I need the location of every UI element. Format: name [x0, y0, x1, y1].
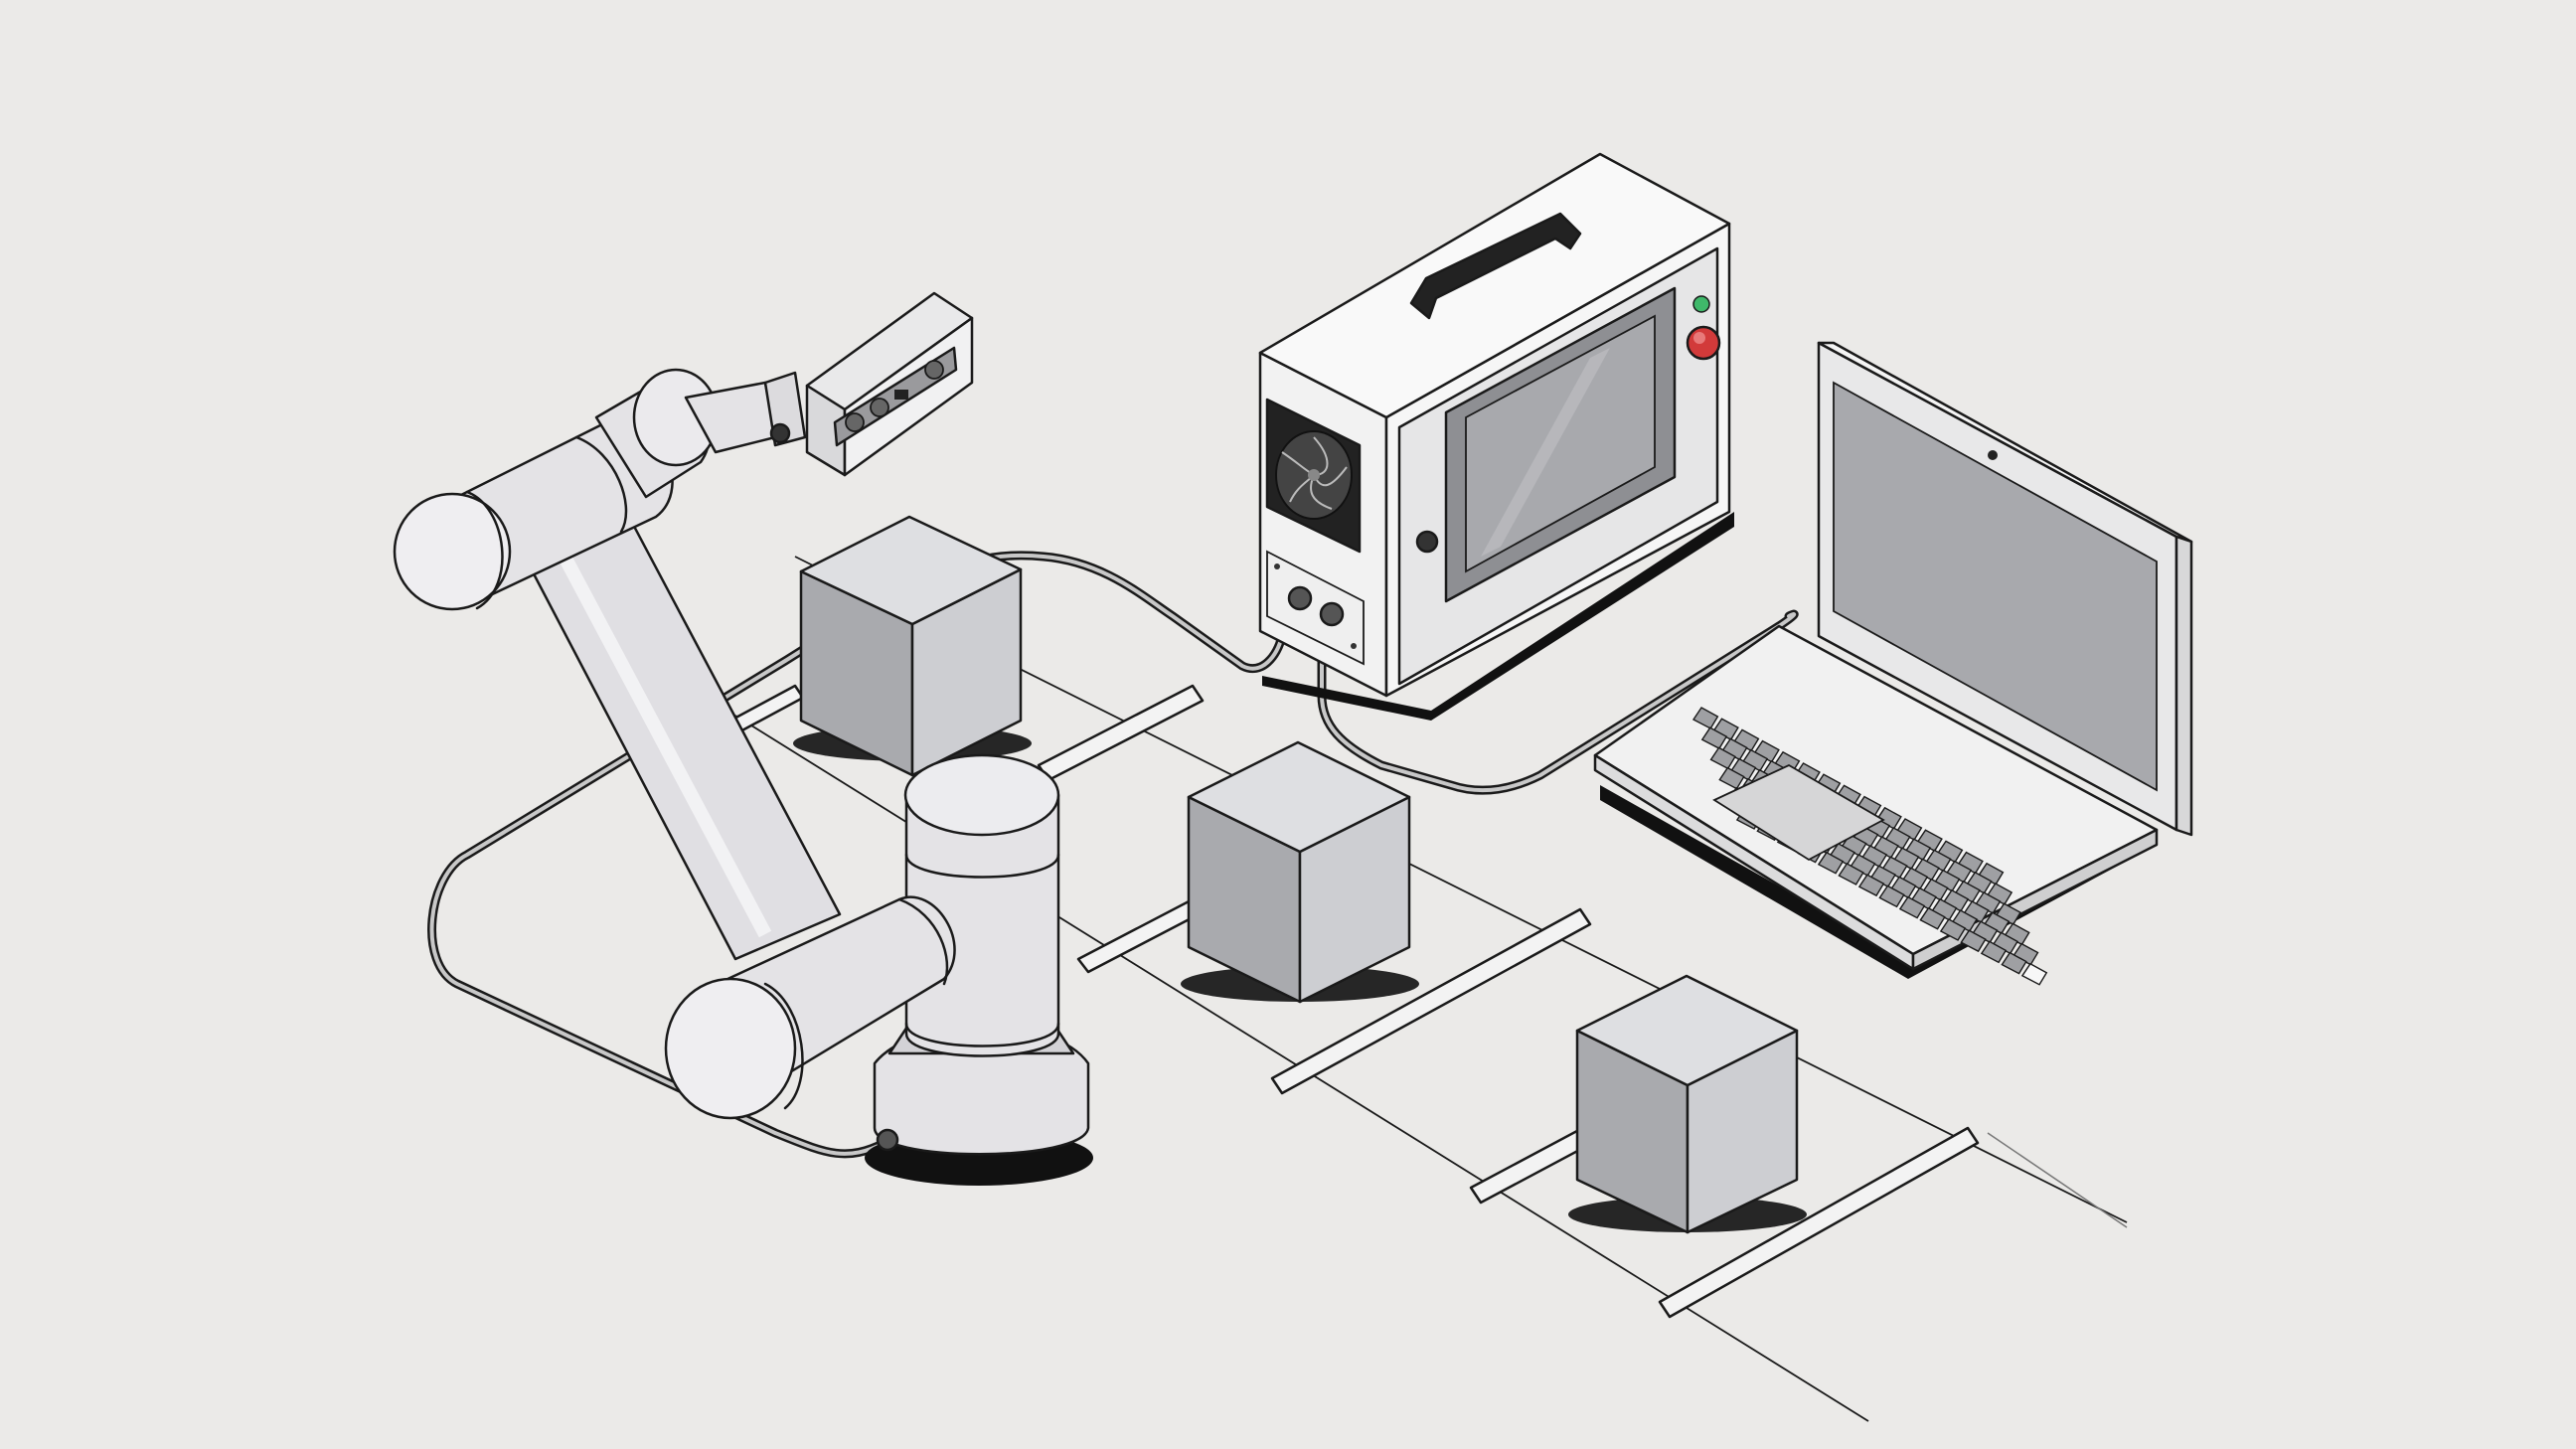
keyboard-key[interactable] [1878, 885, 1905, 908]
port-connector [1287, 585, 1313, 611]
keyboard-key[interactable] [2001, 951, 2027, 975]
keyboard-key[interactable] [1919, 906, 1946, 930]
laptop-screen [1833, 381, 2158, 792]
conveyor-roller [1270, 907, 1592, 1095]
cable-connector [876, 1128, 899, 1152]
webcam-icon [1988, 450, 1998, 460]
conveyor-roller [1037, 684, 1205, 782]
emergency-stop-button[interactable] [1686, 325, 1721, 361]
power-knob-icon[interactable] [1415, 530, 1439, 554]
package-box [1568, 974, 1807, 1234]
conveyor-roller [1658, 1126, 1980, 1319]
keyboard-key[interactable] [1980, 940, 2008, 964]
laptop[interactable] [1593, 341, 2193, 986]
status-led [1692, 295, 1710, 313]
camera-lens-icon [870, 398, 889, 417]
keyboard-key-highlight[interactable] [2020, 962, 2048, 986]
controller-box [1258, 152, 1734, 721]
fan-icon [1265, 398, 1362, 554]
keyboard-key[interactable] [1817, 851, 1845, 875]
camera-mount-screw-icon [769, 422, 791, 444]
controller-touchscreen[interactable] [1444, 286, 1677, 603]
port-connector [1319, 601, 1345, 627]
conveyor-track [728, 556, 2128, 1422]
keyboard-key[interactable] [1939, 918, 1967, 941]
conveyor-rail-fade [1987, 1132, 2128, 1228]
camera-lens-icon [924, 360, 944, 380]
keyboard-key[interactable] [1838, 863, 1864, 886]
carry-handle [1409, 212, 1582, 320]
keyboard-key[interactable] [1960, 929, 1987, 953]
vision-camera [769, 291, 974, 477]
package-box [1181, 740, 1419, 1004]
keyboard-key[interactable] [1898, 895, 1926, 919]
camera-lens-icon [845, 412, 865, 432]
camera-sensor-icon [894, 390, 908, 400]
conveyor-roller [1076, 897, 1205, 974]
robot-arm [393, 368, 1093, 1186]
connector-panel [1266, 550, 1365, 666]
laptop-touchpad[interactable] [1712, 763, 1885, 862]
keyboard-key[interactable] [1857, 874, 1885, 897]
package-box [793, 515, 1032, 777]
